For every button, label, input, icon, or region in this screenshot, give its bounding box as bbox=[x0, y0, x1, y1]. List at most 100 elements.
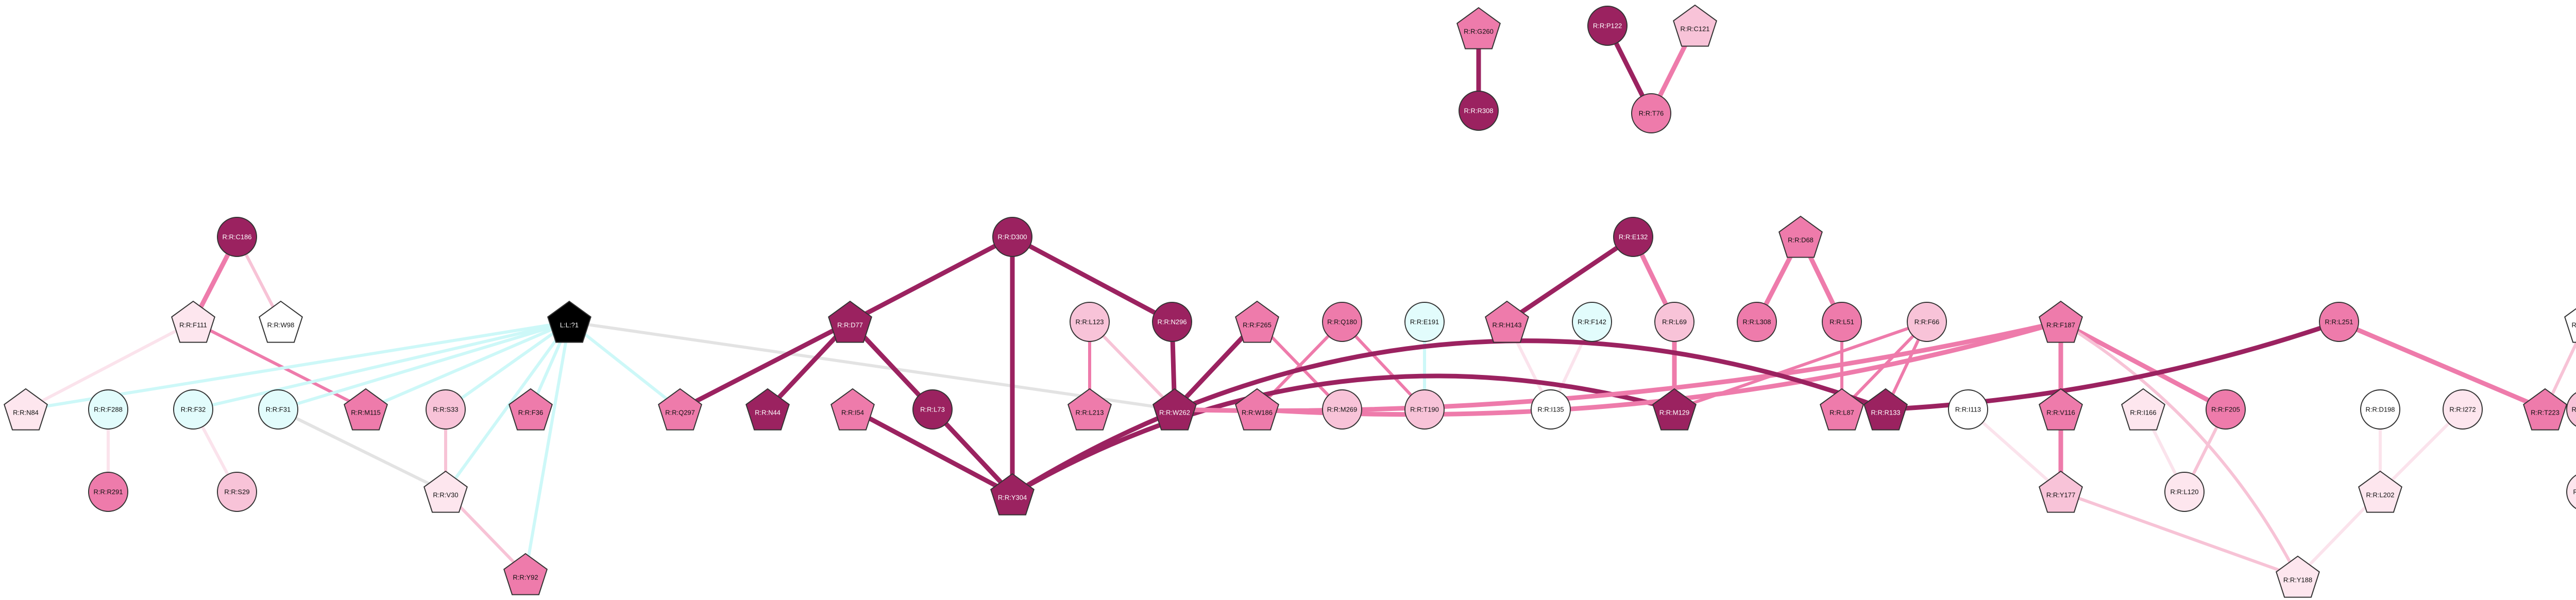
node-l51[interactable]: R:R:L51 bbox=[1822, 302, 1862, 342]
node-l213[interactable]: R:R:L213 bbox=[1067, 388, 1112, 431]
node-pentagon bbox=[1485, 300, 1529, 343]
node-f32[interactable]: R:R:F32 bbox=[173, 389, 213, 430]
node-label: R:R:L213 bbox=[1076, 409, 1104, 417]
node-pentagon bbox=[2039, 388, 2083, 431]
node-pentagon bbox=[1235, 388, 1279, 431]
node-i113[interactable]: R:R:I113 bbox=[1948, 389, 1988, 430]
node-y188[interactable]: R:R:Y188 bbox=[2276, 555, 2320, 598]
node-circle bbox=[1613, 217, 1653, 257]
node-f36[interactable]: R:R:F36 bbox=[509, 388, 553, 431]
node-i135[interactable]: R:R:I135 bbox=[1531, 389, 1571, 430]
node-label: R:R:F265 bbox=[1243, 321, 1272, 329]
node-i131[interactable]: R:R:I131 bbox=[2566, 472, 2576, 511]
node-pentagon bbox=[503, 553, 548, 595]
node-circle bbox=[1822, 302, 1862, 342]
node-t223[interactable]: R:R:T223 bbox=[2523, 388, 2567, 431]
node-y92[interactable]: R:R:Y92 bbox=[503, 553, 548, 595]
node-r133[interactable]: R:R:R133 bbox=[1863, 388, 1908, 431]
node-r308[interactable]: R:R:R308 bbox=[1459, 91, 1499, 131]
node-l308[interactable]: R:R:L308 bbox=[1737, 302, 1777, 342]
edge-l71-w262 bbox=[568, 320, 1176, 411]
node-d198[interactable]: R:R:D198 bbox=[2360, 389, 2400, 430]
node-e132[interactable]: R:R:E132 bbox=[1613, 217, 1653, 257]
node-pentagon bbox=[2358, 470, 2402, 513]
node-s29[interactable]: R:R:S29 bbox=[217, 472, 257, 512]
node-d300[interactable]: R:R:D300 bbox=[992, 217, 1032, 257]
node-pentagon bbox=[547, 300, 591, 343]
node-t190[interactable]: R:R:T190 bbox=[1404, 389, 1445, 430]
node-d68[interactable]: R:R:D68 bbox=[1778, 215, 1823, 258]
node-label: R:R:D300 bbox=[997, 233, 1027, 241]
node-f111[interactable]: R:R:F111 bbox=[171, 300, 215, 343]
node-l73[interactable]: R:R:L73 bbox=[912, 389, 953, 430]
node-s33[interactable]: R:R:S33 bbox=[426, 389, 466, 430]
node-y304[interactable]: R:R:Y304 bbox=[990, 473, 1035, 516]
node-f288[interactable]: R:R:F288 bbox=[88, 389, 128, 430]
node-n44[interactable]: R:R:N44 bbox=[745, 388, 790, 431]
node-n296[interactable]: R:R:N296 bbox=[1152, 302, 1192, 342]
node-pentagon bbox=[1820, 388, 1864, 431]
node-label: R:R:F66 bbox=[1914, 318, 1939, 326]
node-label: R:R:Y188 bbox=[2283, 576, 2312, 584]
node-f265[interactable]: R:R:F265 bbox=[1235, 300, 1279, 343]
node-n84[interactable]: R:R:N84 bbox=[4, 388, 48, 431]
node-circle bbox=[1948, 389, 1988, 430]
node-e191[interactable]: R:R:E191 bbox=[1404, 302, 1445, 342]
node-f31[interactable]: R:R:F31 bbox=[258, 389, 298, 430]
node-v116[interactable]: R:R:V116 bbox=[2039, 388, 2083, 431]
node-w262[interactable]: R:R:W262 bbox=[1153, 388, 1197, 431]
node-i54[interactable]: R:R:I54 bbox=[831, 388, 875, 431]
node-f205[interactable]: R:R:F205 bbox=[2206, 389, 2246, 430]
node-l69[interactable]: R:R:L69 bbox=[1654, 302, 1694, 342]
node-c134[interactable]: R:R:C134 bbox=[2564, 301, 2576, 343]
node-circle bbox=[1587, 6, 1628, 46]
node-i272[interactable]: R:R:I272 bbox=[2443, 389, 2483, 430]
node-label: R:R:N84 bbox=[13, 409, 39, 417]
node-label: R:R:P122 bbox=[1593, 22, 1622, 30]
node-r291[interactable]: R:R:R291 bbox=[88, 472, 128, 512]
node-label: R:R:E132 bbox=[1619, 233, 1648, 241]
node-circle bbox=[1907, 302, 1947, 342]
node-g260[interactable]: R:R:G260 bbox=[1456, 7, 1501, 49]
node-label: R:R:D198 bbox=[2365, 406, 2395, 414]
node-m115[interactable]: R:R:M115 bbox=[344, 388, 388, 431]
node-c186[interactable]: R:R:C186 bbox=[217, 217, 257, 257]
node-label: R:R:N44 bbox=[755, 409, 781, 417]
node-l120[interactable]: R:R:L120 bbox=[2164, 472, 2205, 512]
node-i166[interactable]: R:R:I166 bbox=[2121, 388, 2165, 431]
node-q297[interactable]: R:R:Q297 bbox=[658, 388, 702, 431]
node-l202[interactable]: R:R:L202 bbox=[2358, 470, 2402, 513]
node-l87[interactable]: R:R:L87 bbox=[1820, 388, 1864, 431]
node-m269[interactable]: R:R:M269 bbox=[1322, 389, 1362, 430]
node-pentagon bbox=[1153, 388, 1197, 431]
node-t76[interactable]: R:R:T76 bbox=[1631, 93, 1671, 133]
node-c121[interactable]: R:R:C121 bbox=[1673, 4, 1717, 47]
node-pentagon bbox=[1863, 388, 1908, 431]
edge-f31-v30 bbox=[277, 408, 447, 493]
node-f142[interactable]: R:R:F142 bbox=[1572, 302, 1612, 342]
node-label: R:R:L87 bbox=[1829, 409, 1854, 417]
node-l71[interactable]: L:L:?1 bbox=[547, 300, 591, 343]
node-q180[interactable]: R:R:Q180 bbox=[1322, 302, 1362, 342]
node-w186[interactable]: R:R:W186 bbox=[1235, 388, 1279, 431]
node-f66[interactable]: R:R:F66 bbox=[1907, 302, 1947, 342]
node-y177[interactable]: R:R:Y177 bbox=[2039, 470, 2083, 513]
node-d77[interactable]: R:R:D77 bbox=[828, 300, 872, 343]
node-l251[interactable]: R:R:L251 bbox=[2319, 302, 2359, 342]
node-h143[interactable]: R:R:H143 bbox=[1485, 300, 1529, 343]
node-w98[interactable]: R:R:W98 bbox=[259, 300, 303, 343]
node-l123[interactable]: R:R:L123 bbox=[1070, 302, 1110, 342]
edge-f187-y188 bbox=[2059, 320, 2299, 578]
node-circle bbox=[2443, 389, 2483, 430]
node-circle bbox=[1737, 302, 1777, 342]
node-m129[interactable]: R:R:M129 bbox=[1652, 388, 1697, 431]
node-label: R:R:I54 bbox=[841, 409, 864, 417]
node-label: R:R:F32 bbox=[181, 406, 206, 414]
node-f187[interactable]: R:R:F187 bbox=[2039, 300, 2083, 343]
node-pentagon bbox=[1456, 7, 1501, 49]
node-v30[interactable]: R:R:V30 bbox=[423, 470, 468, 513]
node-label: R:R:L120 bbox=[2171, 488, 2199, 496]
node-c219[interactable]: R:R:C219 bbox=[2566, 390, 2576, 429]
node-p122[interactable]: R:R:P122 bbox=[1587, 6, 1628, 46]
